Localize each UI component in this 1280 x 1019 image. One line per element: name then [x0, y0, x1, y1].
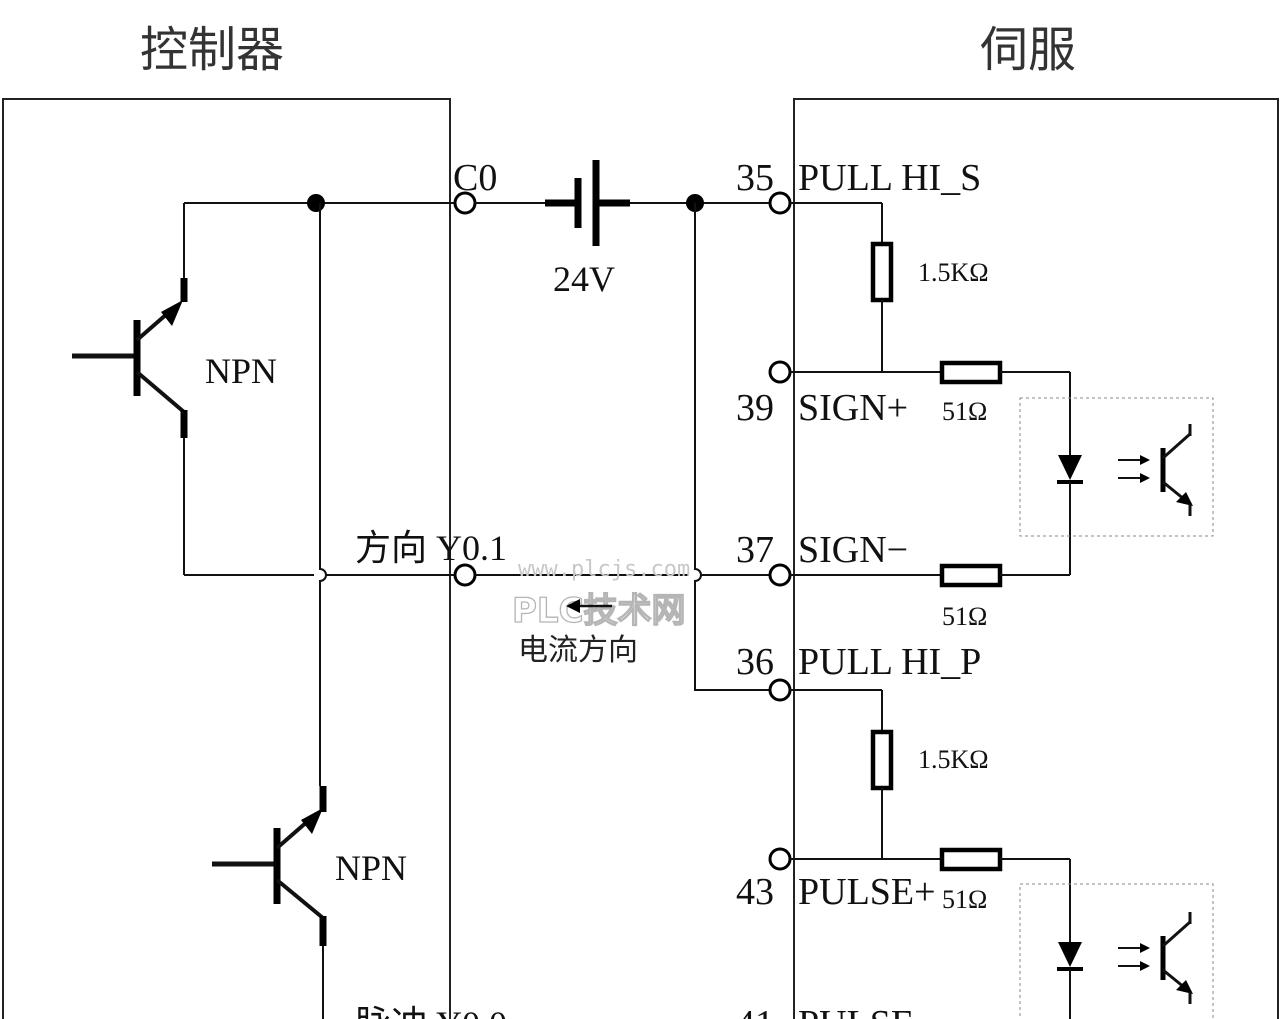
sign-optocoupler-box: [1019, 397, 1214, 537]
pulse-plus-value: 51Ω: [942, 885, 987, 914]
watermark-url: www.plcjs.com: [518, 557, 690, 582]
pin-43-name: PULSE+: [798, 871, 936, 913]
pullup-p-resistor: [870, 729, 894, 791]
pin-39-terminal: [768, 360, 792, 384]
pin-41-name: PULSE−: [798, 1003, 936, 1019]
pulse-circuit: [790, 689, 1214, 1019]
sign-minus-value: 51Ω: [942, 602, 987, 631]
c0-label: C0: [453, 157, 497, 199]
watermark-brand: PLC技术网: [512, 591, 686, 631]
pullup-s-resistor: [870, 241, 894, 303]
pullup-s-value: 1.5KΩ: [918, 258, 989, 287]
pulse-plus-resistor: [939, 847, 1003, 872]
pin-41-number: 41: [736, 1003, 774, 1019]
sign-plus-resistor: [939, 360, 1003, 385]
pulse-optocoupler-box: [1019, 883, 1214, 1019]
sign-minus-resistor: [939, 563, 1003, 588]
lower-npn-transistor: [212, 786, 327, 1019]
pin-43-terminal: [768, 847, 792, 871]
pulse-y00-label: 脉冲 Y0.0: [355, 1004, 507, 1019]
pin-37-name: SIGN−: [798, 529, 908, 571]
pullup-bus: [475, 194, 770, 691]
pin-37-number: 37: [736, 529, 774, 571]
supply-voltage-label: 24V: [553, 259, 615, 299]
pin-36-number: 36: [736, 641, 774, 683]
pin-39-name: SIGN+: [798, 387, 908, 429]
pin-35-name: PULL HI_S: [798, 157, 981, 199]
pullup-p-value: 1.5KΩ: [918, 745, 989, 774]
direction-y01-label: 方向 Y0.1: [355, 528, 507, 568]
pin-39-number: 39: [736, 387, 774, 429]
servo-box: [793, 98, 1279, 1019]
servo-header: 伺服: [980, 22, 1076, 78]
sign-plus-value: 51Ω: [942, 397, 987, 426]
controller-box: [2, 98, 451, 1019]
current-direction-arrow: [566, 599, 612, 613]
y01-terminal: [453, 563, 477, 587]
battery-24v: [475, 160, 770, 246]
upper-npn-label: NPN: [205, 351, 277, 391]
controller-wiring: [184, 194, 455, 786]
pin-36-name: PULL HI_P: [798, 641, 981, 683]
lower-npn-label: NPN: [335, 848, 407, 888]
pin-35-number: 35: [736, 157, 774, 199]
controller-header: 控制器: [140, 22, 284, 78]
upper-npn-transistor: [72, 203, 188, 575]
sign-circuit: [790, 202, 1214, 588]
current-direction-label: 电流方向: [518, 633, 638, 668]
pin-36-terminal: [768, 678, 792, 702]
pin-43-number: 43: [736, 871, 774, 913]
